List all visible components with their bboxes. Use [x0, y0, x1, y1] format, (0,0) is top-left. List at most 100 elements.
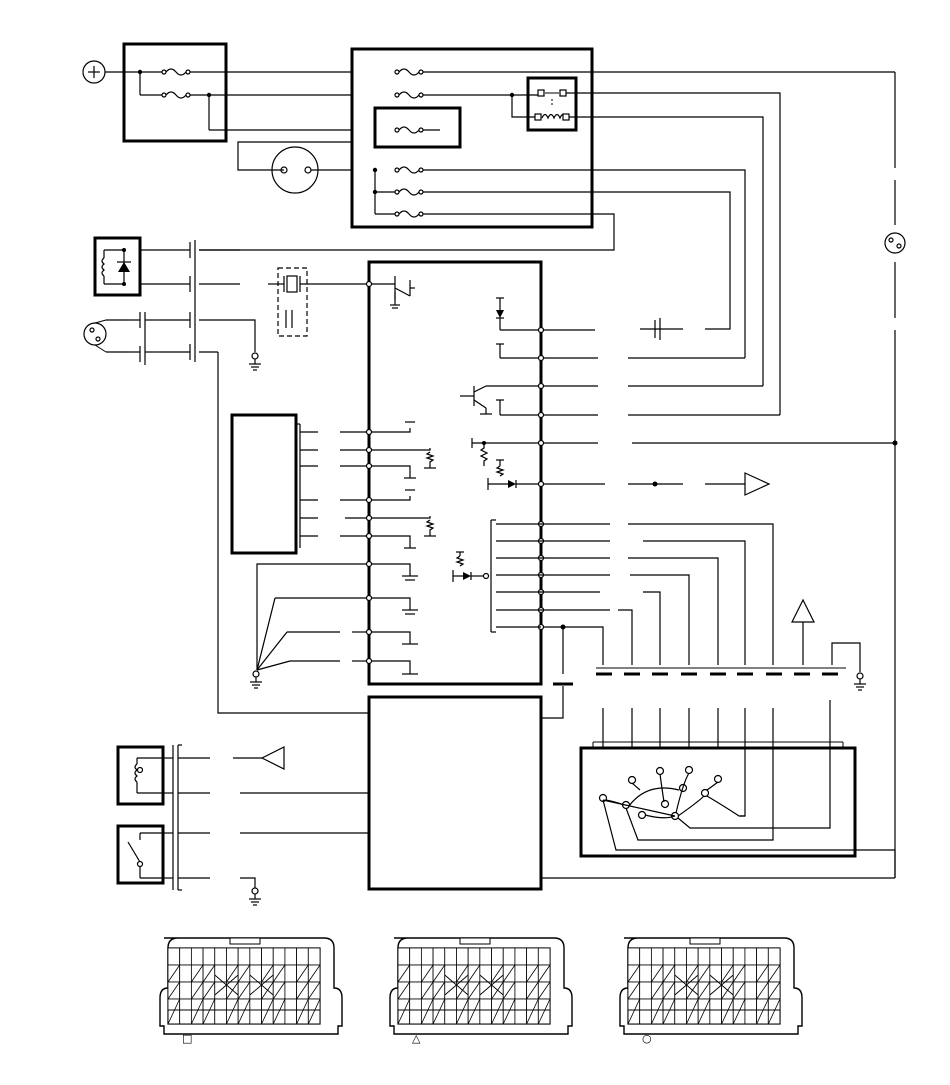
- connector-pin-cell: [409, 998, 422, 1025]
- fuse-icon: [161, 91, 191, 99]
- connector-pin-hatch: [651, 998, 664, 1025]
- connector-pin-cell: [662, 947, 676, 966]
- connector-pin-hatch: [627, 998, 641, 1025]
- connector-pin-cell: [444, 947, 457, 966]
- connector-pin-cell: [272, 947, 286, 966]
- connector-pin-cell: [756, 947, 769, 966]
- connector-pin-hatch: [191, 964, 204, 983]
- connector-c: ○: [619, 937, 803, 1045]
- connector-pin-cell: [444, 998, 457, 1025]
- connector-pin-cell: [284, 981, 298, 1000]
- connector-pin-hatch: [421, 964, 434, 983]
- connector-pin-hatch: [767, 964, 781, 983]
- connector-pin-hatch: [627, 981, 641, 1000]
- connector-pins-lower: [163, 744, 210, 891]
- lamp-icon: [884, 232, 906, 254]
- connector-pin-hatch: [537, 981, 551, 1000]
- connector-b: △: [389, 937, 573, 1045]
- connector-pin-hatch: [526, 964, 539, 983]
- connector-pin-hatch: [767, 998, 781, 1025]
- connector-pin-hatch: [662, 998, 676, 1025]
- connector-pin-hatch: [432, 998, 446, 1025]
- connector-pin-cell: [307, 947, 321, 966]
- connector-pin-hatch: [421, 981, 434, 1000]
- connector-pin-hatch: [526, 998, 539, 1025]
- connector-pin-cell: [491, 947, 504, 966]
- connector-latch: [689, 937, 721, 945]
- connector-pin-cell: [179, 964, 192, 983]
- connector-pin-hatch: [491, 964, 504, 983]
- connector-pin-cell: [744, 998, 758, 1025]
- connector-pin-hatch: [467, 998, 481, 1025]
- connector-pin-cell: [627, 947, 641, 966]
- connector-pin-hatch: [756, 998, 769, 1025]
- connector-pin-hatch: [697, 981, 711, 1000]
- connector-pin-cell: [686, 947, 699, 966]
- connector-pin-cell: [179, 998, 192, 1025]
- connector-faces: □ △ ○: [159, 937, 803, 1045]
- fuse-icon: [394, 166, 424, 174]
- connector-pin-cell: [744, 964, 758, 983]
- sensor-module: [230, 413, 301, 555]
- connector-pin-hatch: [721, 998, 734, 1025]
- connector-latch: [459, 937, 491, 945]
- connector-pin-cell: [744, 981, 758, 1000]
- connector-pin-cell: [479, 998, 492, 1025]
- diode-icon: [452, 551, 484, 582]
- connector-pin-hatch: [537, 964, 551, 983]
- connector-pin-cell: [190, 947, 204, 966]
- fuse-box-secondary: [350, 47, 594, 229]
- connector-blank-cell: [249, 974, 274, 996]
- ground-icon: [249, 352, 261, 371]
- connector-pin-hatch: [467, 964, 481, 983]
- connector-blank-cell: [674, 974, 699, 996]
- connector-pin-hatch: [397, 964, 411, 983]
- connector-pin-hatch: [686, 964, 699, 983]
- connector-pin-cell: [514, 998, 528, 1025]
- connector-blank-cell: [479, 974, 504, 996]
- connector-pin-hatch: [202, 981, 216, 1000]
- connector-pin-hatch: [526, 981, 539, 1000]
- connector-pin-cell: [721, 947, 734, 966]
- connector-pin-hatch: [697, 964, 711, 983]
- connector-pin-hatch: [237, 998, 251, 1025]
- connector-pin-cell: [674, 947, 687, 966]
- connector-pin-cell: [709, 998, 722, 1025]
- connector-pin-cell: [432, 947, 446, 966]
- connector-pins-left: [130, 240, 196, 365]
- connector-pin-hatch: [456, 998, 469, 1025]
- connector-pin-hatch: [651, 964, 664, 983]
- connector-pin-hatch: [261, 998, 274, 1025]
- connector-pin-hatch: [167, 981, 181, 1000]
- connector-pin-cell: [514, 947, 528, 966]
- connector-pin-cell: [214, 998, 227, 1025]
- connector-pin-hatch: [432, 964, 446, 983]
- connector-pin-hatch: [226, 964, 239, 983]
- triangle-arrow-icon: [260, 746, 285, 770]
- connector-a: □: [159, 937, 343, 1045]
- connector-pin-cell: [639, 998, 652, 1025]
- connector-pin-hatch: [491, 998, 504, 1025]
- connector-pin-hatch: [237, 964, 251, 983]
- connector-pin-icon: [654, 318, 661, 340]
- ground-icon: [854, 672, 866, 691]
- fuse-icon: [394, 126, 424, 134]
- diode-icon: [496, 297, 504, 330]
- connector-pin-hatch: [272, 998, 286, 1025]
- fuse-icon: [161, 68, 191, 76]
- connector-pin-cell: [202, 947, 216, 966]
- connector-pin-cell: [261, 947, 274, 966]
- connector-latch: [229, 937, 261, 945]
- connector-pin-hatch: [721, 964, 734, 983]
- connector-blank-cell: [444, 974, 469, 996]
- connector-pin-cell: [249, 998, 262, 1025]
- fuse-icon: [394, 68, 424, 76]
- connector-pin-hatch: [502, 964, 516, 983]
- connector-pin-cell: [420, 947, 434, 966]
- relay-coil-component: [93, 236, 142, 297]
- connector-pin-hatch: [662, 981, 676, 1000]
- connector-bottom-row: [627, 1009, 781, 1025]
- connector-pin-cell: [767, 947, 781, 966]
- connector-pin-hatch: [307, 964, 321, 983]
